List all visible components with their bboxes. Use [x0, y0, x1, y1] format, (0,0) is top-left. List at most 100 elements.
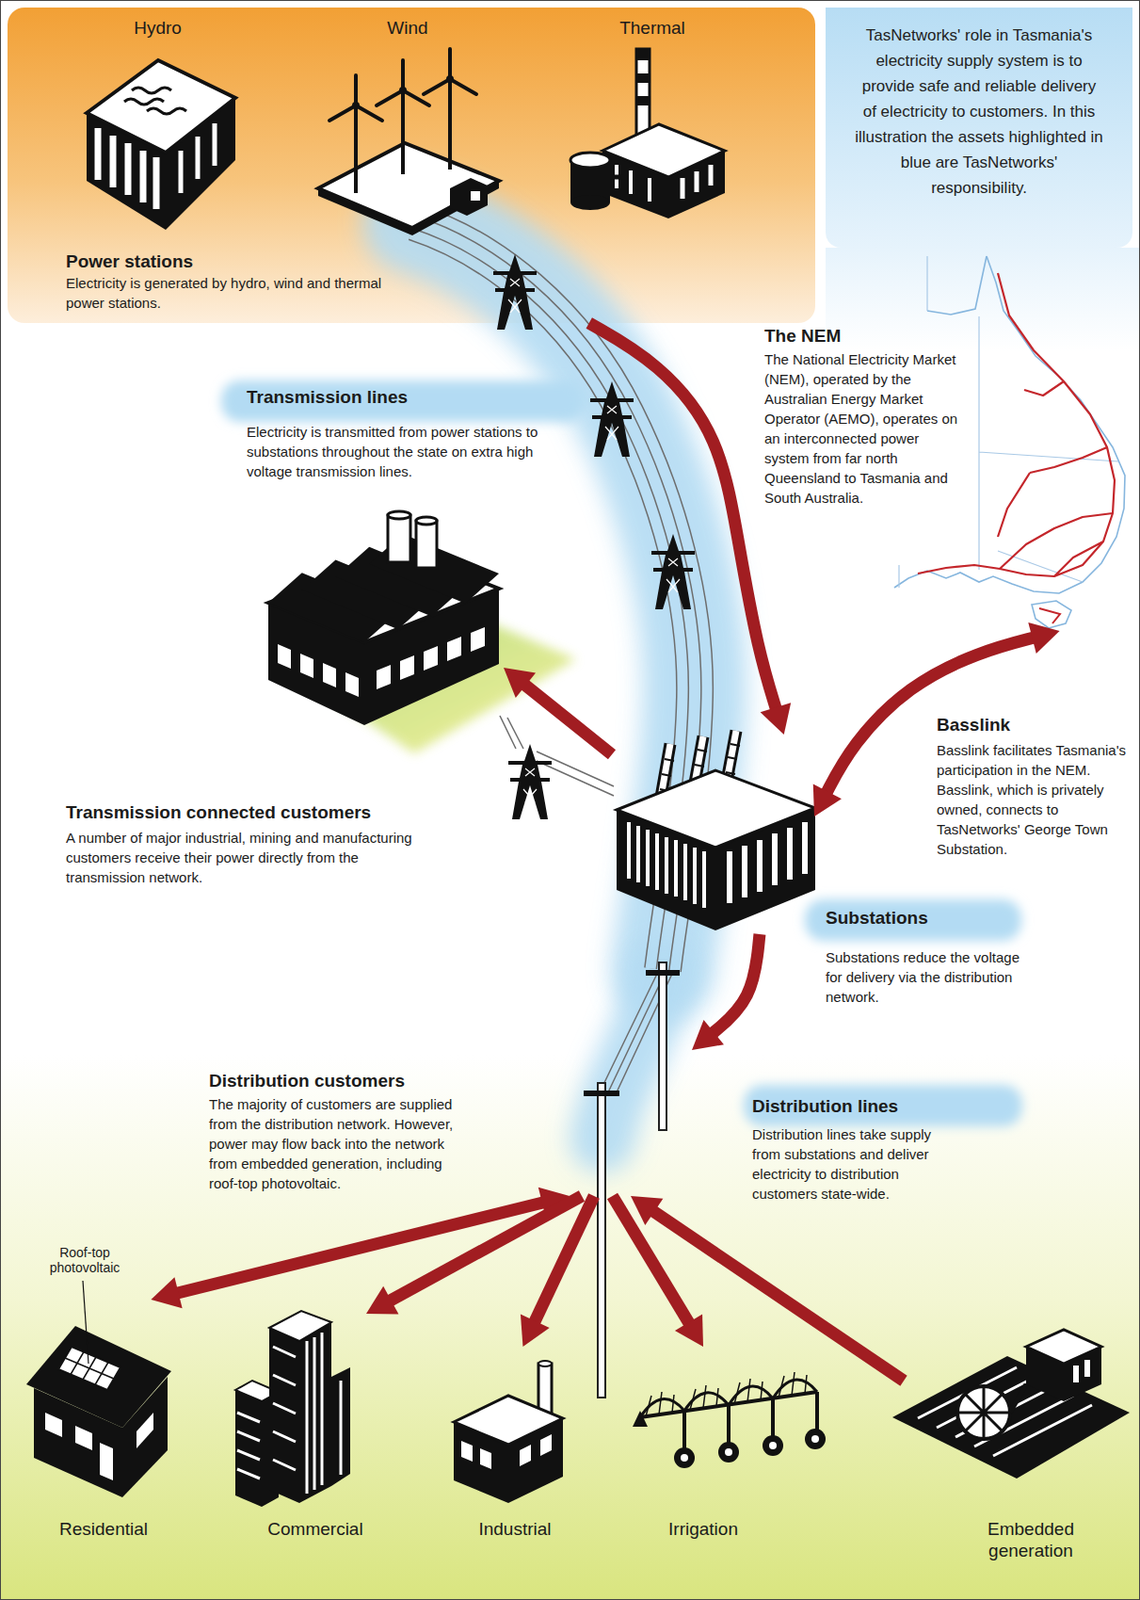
- flow-arrow: [691, 933, 760, 1050]
- factory-icon: [416, 516, 437, 525]
- distribution-pole: Distribution linesDistribution lines tak…: [569, 958, 692, 1196]
- flow-arrow-line: [709, 933, 760, 1036]
- body-text: The majority of customers are supplied f…: [208, 1093, 464, 1193]
- office-buildings-icon: [235, 1310, 351, 1507]
- network-highlight: [221, 222, 1023, 1140]
- transmission-lines: Transmission linesElectricity is transmi…: [246, 374, 586, 498]
- icon-label: Hydro: [75, 16, 241, 39]
- factory-icon: [345, 672, 359, 697]
- hydro-dam-icon: [86, 60, 236, 230]
- transmission-tower: [508, 743, 552, 819]
- thermal-station-icon: [682, 164, 711, 199]
- icon-label: Thermal: [567, 16, 738, 39]
- irrigation-icon: [684, 1391, 818, 1448]
- factory-icon: [400, 655, 415, 680]
- embedded-generation-icon: [1063, 1346, 1102, 1401]
- industrial-icon: [538, 1360, 552, 1366]
- info-text: TasNetworks' role in Tasmania's electric…: [853, 22, 1105, 201]
- heading: Substations: [825, 906, 1014, 929]
- arrow-head: [503, 667, 536, 698]
- transmission-tower: [493, 254, 537, 330]
- flow-arrow: [589, 322, 791, 735]
- wind-farm-icon: [449, 177, 488, 216]
- body-text: Basslink facilitates Tasmania's particip…: [936, 739, 1133, 859]
- irrigation-icon: [769, 1441, 777, 1449]
- industrial-icon: [453, 1360, 563, 1503]
- factory-icon: [387, 511, 411, 519]
- house-icon: [64, 1351, 114, 1385]
- wind-farm-icon: [446, 75, 454, 83]
- thermal-station-icon: [570, 48, 725, 219]
- irrigation-icon: [632, 1410, 648, 1427]
- wind-farm-icon: [399, 86, 407, 95]
- flow-arrow: [520, 1195, 595, 1347]
- commercial-customer: Commercial: [230, 1313, 401, 1549]
- thermal-station-icon: [616, 164, 650, 202]
- network-highlight: [743, 1084, 1023, 1126]
- body-text: The National Electricity Market (NEM), o…: [764, 349, 963, 508]
- wind-farm-icon: [318, 48, 499, 236]
- substation: SubstationsSubstations reduce the voltag…: [611, 734, 815, 934]
- office-buildings-icon: [272, 1346, 296, 1470]
- substation-icon: [729, 821, 805, 903]
- flow-arrow-line: [649, 1207, 904, 1381]
- industrial-icon: [540, 1433, 552, 1456]
- embedded-generation-icon: [1073, 1364, 1079, 1382]
- substation-icon: [628, 821, 705, 908]
- heading: Distribution customers: [208, 1069, 473, 1092]
- heading: Power stations: [65, 250, 443, 273]
- transmission-tower: [651, 533, 695, 610]
- icon-label: Commercial: [230, 1517, 401, 1540]
- power-pole: [583, 962, 680, 1397]
- arrow-head: [520, 1314, 550, 1347]
- thermal-station: Thermal: [567, 16, 738, 236]
- office-buildings-icon: [331, 1366, 351, 1486]
- body-text: Electricity is generated by hydro, wind …: [65, 272, 391, 313]
- arrow-head: [150, 1276, 182, 1308]
- irrigation-icon: [680, 1453, 689, 1462]
- arrow-head: [630, 1195, 663, 1225]
- embedded-generation-icon: [892, 1329, 1130, 1478]
- flow-arrow-line: [532, 1195, 595, 1326]
- embedded-generator: Embedded generation: [903, 1317, 1130, 1568]
- house-icon: [26, 1325, 172, 1428]
- factory-icon: [423, 645, 438, 671]
- office-buildings-icon: [235, 1389, 262, 1507]
- house-icon: [136, 1412, 154, 1448]
- factory-icon: [447, 636, 462, 661]
- power-pole: [583, 1090, 620, 1096]
- house-icon: [82, 1280, 89, 1364]
- thermal-station-icon: [636, 73, 650, 83]
- hydro-dam-icon: [180, 123, 215, 193]
- transmission-tower: [493, 254, 695, 819]
- irrigation-icon: [762, 1434, 784, 1456]
- nem-map: The NEMThe National Electricity Market (…: [764, 310, 1134, 631]
- arrow-head: [813, 783, 842, 816]
- icon-label: Residential: [18, 1517, 189, 1540]
- house-icon: [99, 1442, 113, 1480]
- heading: Transmission connected customers: [65, 801, 462, 823]
- thermal-station-icon: [636, 48, 650, 61]
- body-text: Distribution lines take supply from subs…: [752, 1123, 952, 1204]
- embedded-generation-icon: [1010, 1383, 1027, 1413]
- hydro-station: Hydro: [75, 16, 241, 236]
- embedded-generation-icon: [1026, 1346, 1064, 1401]
- thermal-station-icon: [570, 152, 611, 168]
- nem-map: [894, 256, 1125, 628]
- icon-label: Embedded generation: [974, 1517, 1088, 1561]
- house-icon: [45, 1412, 63, 1437]
- wind-farm-icon: [329, 48, 477, 121]
- body-text: A number of major industrial, mining and…: [65, 827, 415, 887]
- irrigation-icon: [718, 1441, 739, 1462]
- irrigation-icon: [811, 1434, 819, 1443]
- arrow-head: [674, 1314, 704, 1347]
- flow-arrow: [150, 1187, 570, 1309]
- callout-label: Roof-top photovoltaic: [37, 1244, 132, 1275]
- factory-icon: [416, 520, 437, 568]
- office-buildings-icon: [269, 1327, 300, 1503]
- factory-icon: [268, 511, 499, 725]
- heading: Distribution lines: [752, 1094, 979, 1117]
- background-ground: [825, 247, 1140, 352]
